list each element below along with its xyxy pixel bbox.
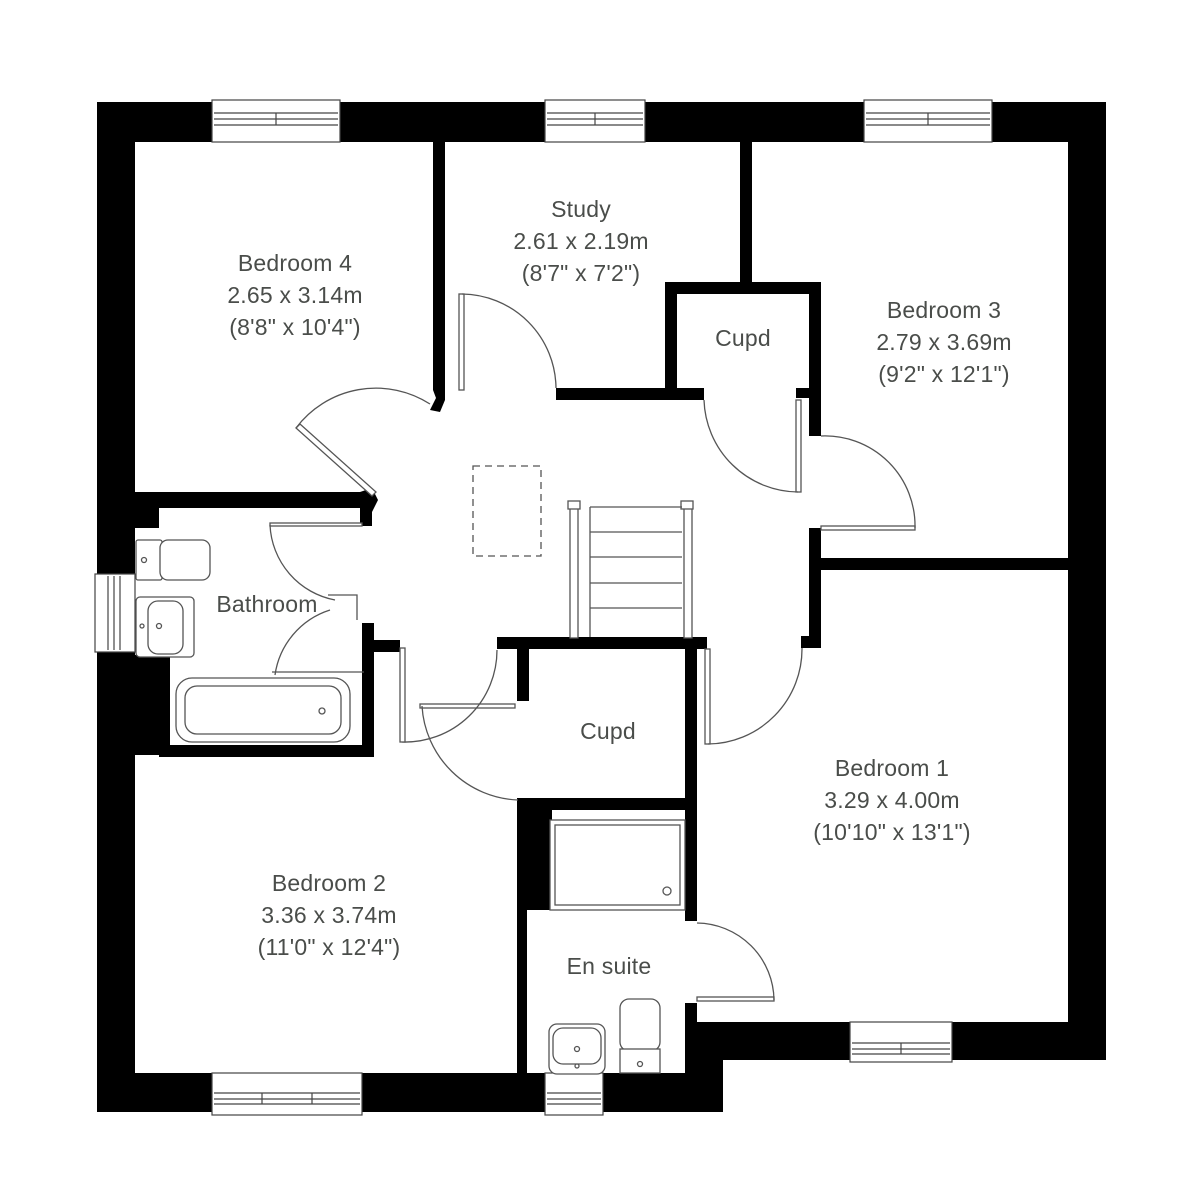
- door-bedroom-3: [820, 435, 916, 531]
- doors: [269, 293, 916, 1002]
- window-bedroom-1: [849, 1021, 953, 1063]
- room-size-imperial: (10'10" x 13'1"): [813, 819, 971, 845]
- window-bathroom: [94, 573, 136, 653]
- room-name: Bathroom: [216, 591, 318, 617]
- window-bedroom-2: [211, 1072, 363, 1116]
- door-bedroom-1: [704, 647, 803, 745]
- bathroom-toilet: [135, 539, 211, 581]
- door-landing-lower: [421, 705, 519, 801]
- room-label-en-suite: En suite: [567, 950, 652, 982]
- fixtures: [135, 465, 694, 1075]
- window-bedroom-4: [211, 99, 341, 143]
- room-size-metric: 3.36 x 3.74m: [261, 902, 397, 928]
- room-label-bathroom: Bathroom: [216, 588, 317, 620]
- window-en-suite: [544, 1072, 604, 1116]
- room-name: Cupd: [580, 718, 636, 744]
- wall-right: [1068, 102, 1106, 1060]
- room-label-study: Study 2.61 x 2.19m (8'7" x 7'2"): [513, 193, 648, 289]
- room-size-imperial: (9'2" x 12'1"): [878, 361, 1010, 387]
- room-size-metric: 2.65 x 3.14m: [227, 282, 363, 308]
- en-suite-toilet: [619, 998, 661, 1074]
- room-name: Cupd: [715, 325, 771, 351]
- room-name: Bedroom 2: [271, 870, 387, 896]
- room-name: Bedroom 3: [886, 297, 1002, 323]
- bathtub: [175, 677, 351, 743]
- room-label-cupd-upper: Cupd: [715, 322, 771, 354]
- room-size-imperial: (8'7" x 7'2"): [521, 260, 641, 286]
- room-size-metric: 3.29 x 4.00m: [824, 787, 960, 813]
- window-study: [544, 99, 646, 143]
- en-suite-basin: [548, 1023, 606, 1075]
- staircase: [567, 500, 694, 639]
- room-size-imperial: (11'0" x 12'4"): [257, 934, 401, 960]
- room-label-bedroom-4: Bedroom 4 2.65 x 3.14m (8'8" x 10'4"): [227, 247, 362, 343]
- door-study: [458, 293, 557, 391]
- door-en-suite: [696, 922, 775, 1002]
- door-upper-cupboard: [703, 399, 802, 493]
- windows: [94, 99, 993, 1116]
- door-bathroom-lower: [272, 609, 364, 676]
- room-label-bedroom-2: Bedroom 2 3.36 x 3.74m (11'0" x 12'4"): [258, 867, 401, 963]
- wall-left-upper: [97, 102, 135, 574]
- room-label-bedroom-3: Bedroom 3 2.79 x 3.69m (9'2" x 12'1"): [876, 294, 1011, 390]
- loft-hatch: [472, 465, 542, 557]
- room-name: Bedroom 4: [237, 250, 353, 276]
- room-name: Study: [551, 196, 611, 222]
- room-name: Bedroom 1: [834, 755, 950, 781]
- room-size-metric: 2.61 x 2.19m: [513, 228, 649, 254]
- wall-left-lower: [97, 652, 135, 1112]
- door-lower-cupboard: [399, 647, 516, 743]
- room-label-cupd-lower: Cupd: [580, 715, 636, 747]
- room-size-imperial: (8'8" x 10'4"): [229, 314, 361, 340]
- room-label-bedroom-1: Bedroom 1 3.29 x 4.00m (10'10" x 13'1"): [813, 752, 970, 848]
- room-size-metric: 2.79 x 3.69m: [876, 329, 1012, 355]
- door-bathroom-upper: [269, 522, 363, 620]
- room-name: En suite: [566, 953, 652, 979]
- shower-tray: [549, 819, 686, 911]
- door-bedroom-4: [295, 387, 431, 497]
- window-bedroom-3: [863, 99, 993, 143]
- bathroom-basin: [135, 596, 195, 658]
